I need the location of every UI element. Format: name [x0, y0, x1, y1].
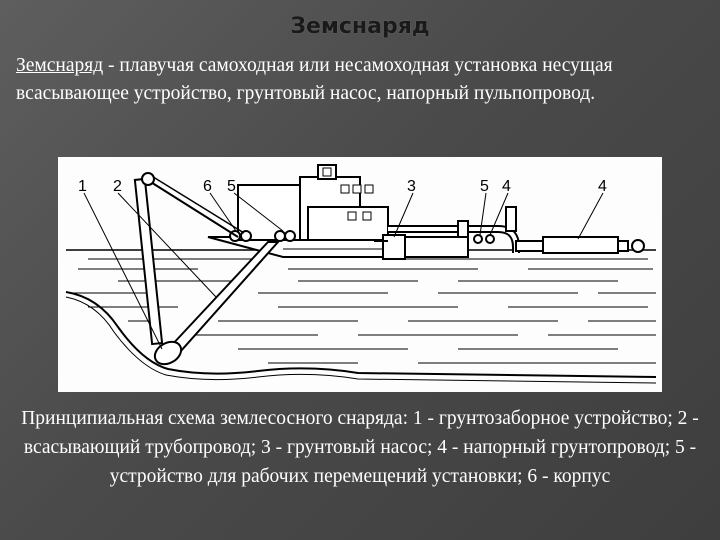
intro-paragraph: Земснаряд - плавучая самоходная или неса…	[16, 52, 706, 108]
leader-lines	[83, 192, 604, 350]
ladder-frame	[133, 177, 164, 346]
slide-title: Земснаряд	[290, 14, 430, 39]
label-3: 3	[407, 178, 416, 195]
seabed-hatch	[65, 296, 657, 384]
label-4a: 4	[502, 178, 511, 195]
dredger-diagram: 1 2 6 5 3 5 4 4	[58, 157, 662, 392]
dredger-diagram-svg: 1 2 6 5 3 5 4 4	[65, 164, 657, 384]
seabed-line	[65, 291, 657, 378]
water-hatching	[70, 258, 656, 364]
label-5b: 5	[480, 178, 489, 195]
intro-term: Земснаряд	[16, 55, 104, 76]
boom-cable	[145, 178, 239, 238]
label-1: 1	[78, 178, 87, 195]
label-6: 6	[203, 178, 212, 195]
intro-text: - плавучая самоходная или несамоходная у…	[16, 55, 613, 104]
label-2: 2	[113, 178, 122, 195]
pontoon	[542, 236, 619, 254]
figure-caption: Принципиальная схема землесосного снаряд…	[21, 408, 699, 487]
pump	[382, 234, 406, 260]
label-4b: 4	[598, 178, 607, 195]
label-5a: 5	[227, 178, 236, 195]
